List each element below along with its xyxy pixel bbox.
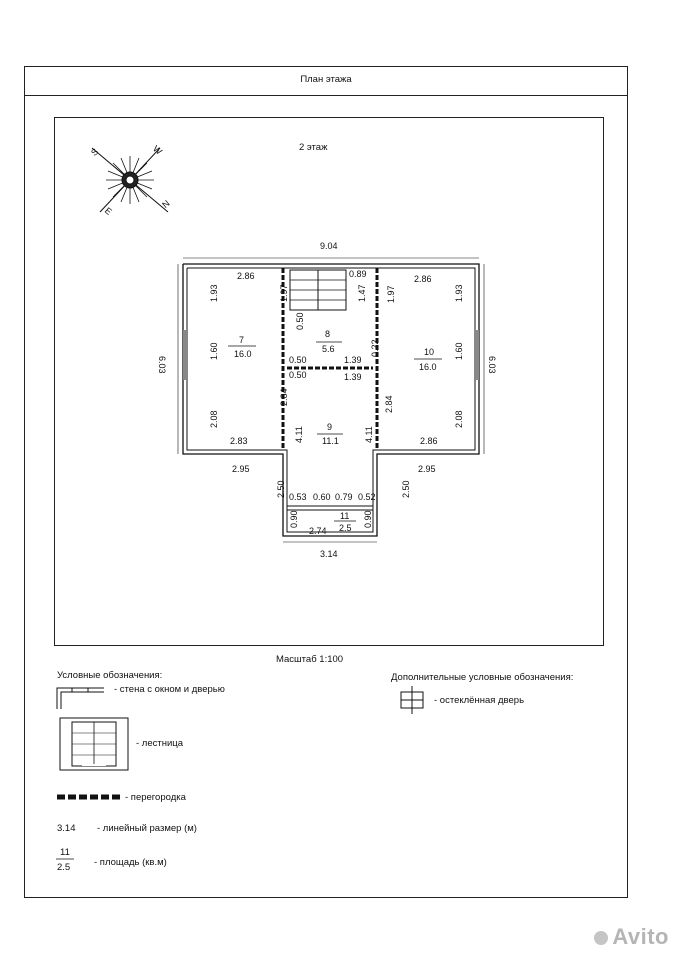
room7-number: 7 — [239, 335, 245, 345]
room8-dim-bottom-left: 0.50 — [289, 355, 307, 365]
plan-frame — [54, 117, 604, 646]
room10-number: 10 — [424, 347, 435, 357]
room11-dim-c: 0.79 — [335, 492, 353, 502]
room8-dim-bottom: 1.39 — [344, 355, 362, 365]
floor-label: 2 этаж — [299, 142, 328, 153]
legend-area-label: - площадь (кв.м) — [94, 857, 167, 868]
room9-area: 11.1 — [322, 436, 339, 446]
legend-linear-label: - линейный размер (м) — [97, 823, 197, 834]
legend-partition-label: - перегородка — [125, 792, 186, 803]
legend-wall-label: - стена с окном и дверью — [114, 684, 225, 695]
room11-number: 11 — [340, 511, 350, 521]
page-title: План этажа — [300, 74, 352, 85]
room10-dim-bottom: 2.86 — [420, 436, 438, 446]
legend-area-sample-top: 11 — [60, 847, 70, 858]
legend-glazed-door-label: - остеклённая дверь — [434, 695, 525, 706]
room8-dim-top-right: 0.89 — [349, 269, 367, 279]
legend-title: Условные обозначения: — [57, 670, 163, 681]
dim-porch-width: 3.14 — [320, 549, 338, 559]
room11-dim-d: 0.52 — [358, 492, 376, 502]
legend-extra-title: Дополнительные условные обозначения: — [391, 672, 574, 683]
title-row: План этажа — [24, 66, 628, 96]
room9-dim-top: 1.39 — [344, 372, 362, 382]
room9-dim-top-left: 0.50 — [289, 370, 307, 380]
sheet-frame — [24, 66, 628, 898]
room7-area: 16.0 — [234, 349, 252, 359]
room11-dim-bottom: 2.74 — [309, 526, 327, 536]
dim-bottom-left-wing: 2.95 — [232, 464, 250, 474]
room10-dim-top: 2.86 — [414, 274, 432, 284]
legend-area-sample-bottom: 2.5 — [57, 862, 71, 873]
room11-dim-b: 0.60 — [313, 492, 331, 502]
legend-stair-label: - лестница — [136, 738, 184, 749]
avito-logo-icon — [594, 931, 609, 946]
dim-bottom-right-wing: 2.95 — [418, 464, 436, 474]
room8-area: 5.6 — [322, 344, 335, 354]
room7-dim-bottom: 2.83 — [230, 436, 248, 446]
room11-dim-a: 0.53 — [289, 492, 307, 502]
room11-area: 2.5 — [339, 523, 352, 533]
room10-area: 16.0 — [419, 362, 437, 372]
scale-label: Масштаб 1:100 — [276, 654, 344, 665]
avito-watermark: Avito — [594, 924, 669, 950]
legend-linear-sample: 3.14 — [57, 823, 76, 834]
room8-number: 8 — [325, 329, 331, 339]
room7-dim-top: 2.86 — [237, 271, 255, 281]
dim-top-total: 9.04 — [320, 241, 338, 251]
room9-number: 9 — [327, 422, 333, 432]
watermark-text: Avito — [612, 924, 669, 949]
